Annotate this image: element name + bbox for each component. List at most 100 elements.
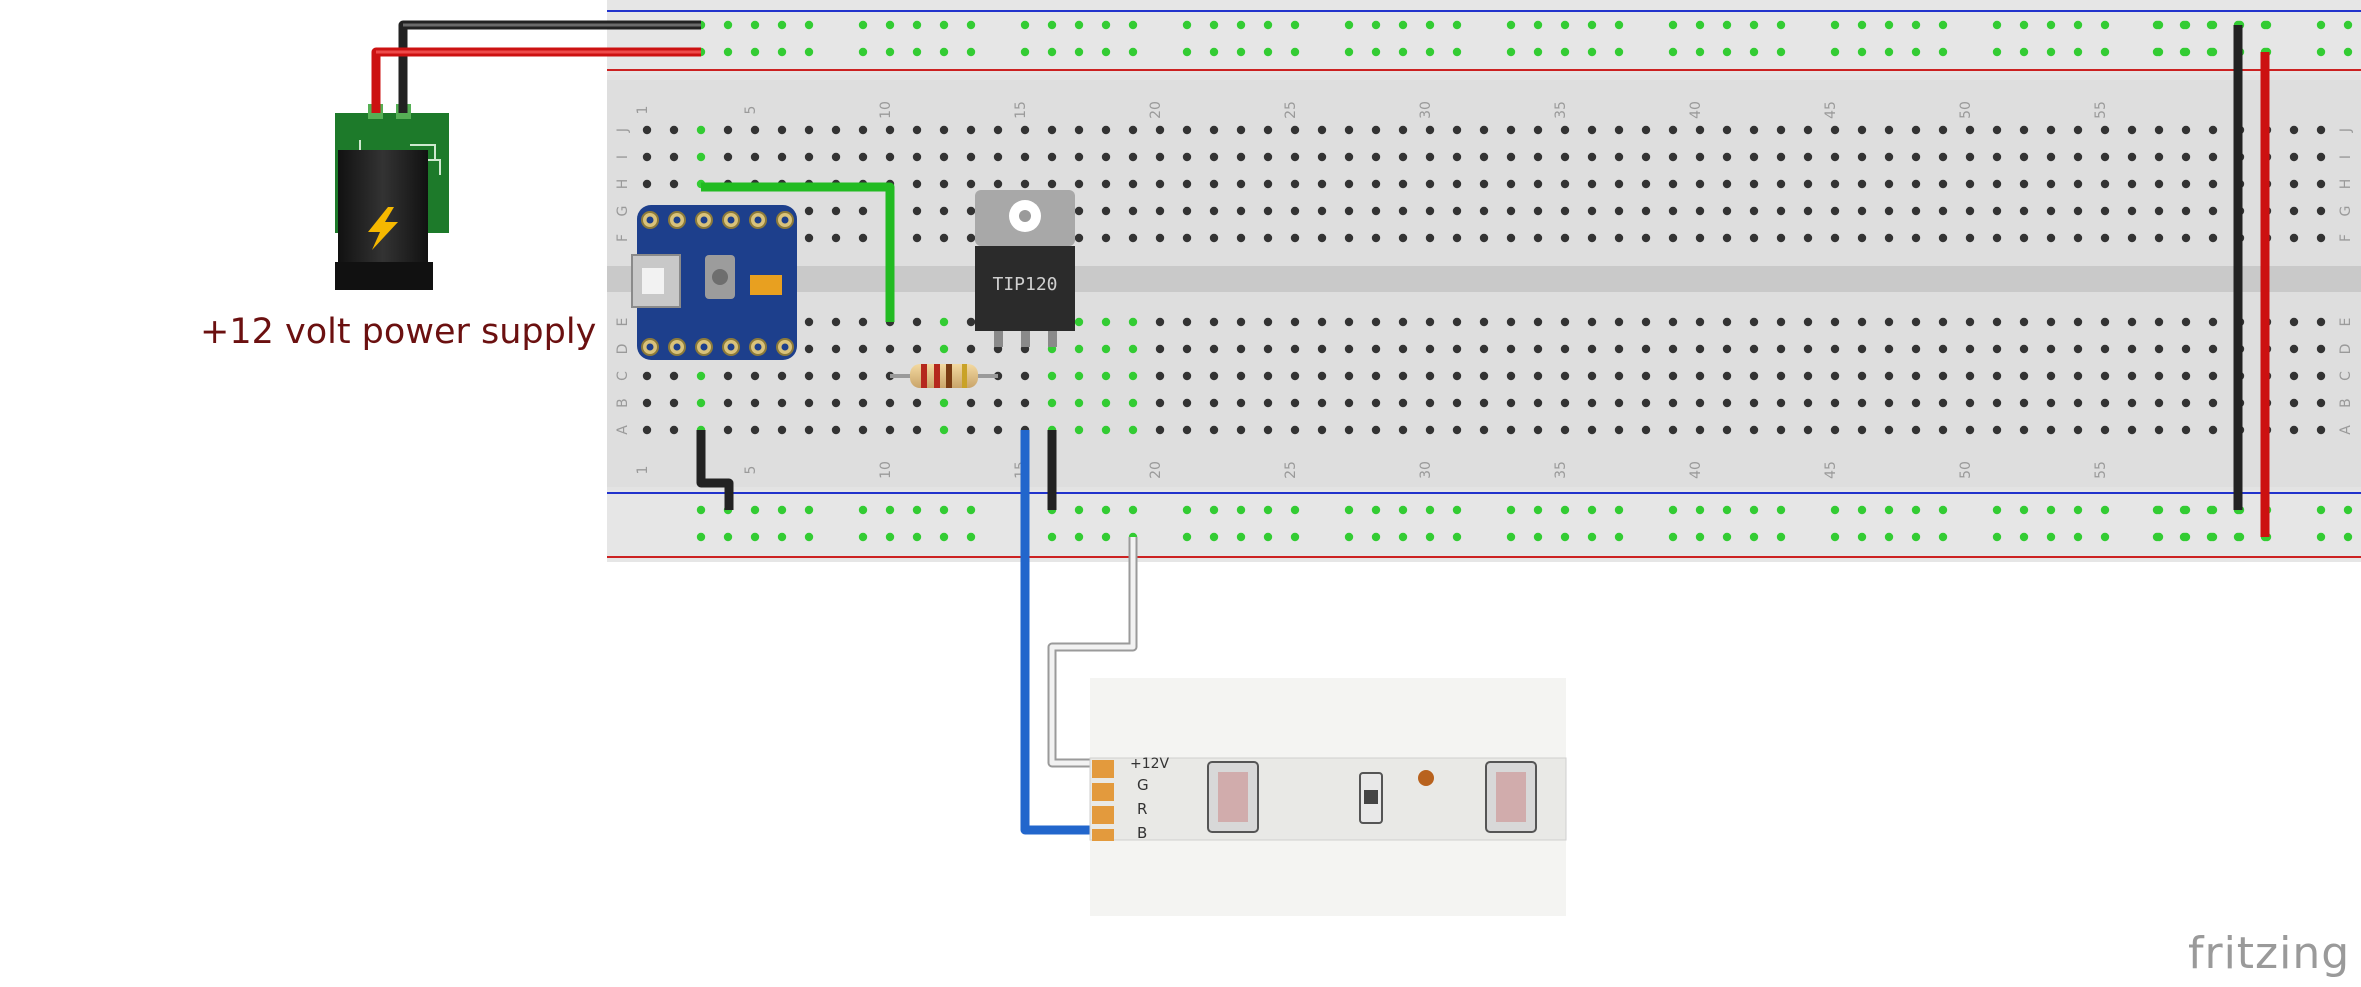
breadboard-hole: [1884, 125, 1894, 135]
breadboard-hole: [1398, 152, 1408, 162]
breadboard-hole: [1884, 152, 1894, 162]
led-strip: +12V G R B: [1089, 678, 1567, 916]
breadboard-hole: [912, 425, 922, 435]
breadboard-hole: [2181, 425, 2191, 435]
breadboard-hole: [2208, 398, 2218, 408]
breadboard-hole: [1290, 425, 1300, 435]
breadboard-hole: [1668, 152, 1678, 162]
breadboard-hole: [1884, 371, 1894, 381]
breadboard-hole: [1074, 179, 1084, 189]
breadboard-hole: [1425, 179, 1435, 189]
breadboard-hole: [1641, 206, 1651, 216]
breadboard-hole: [1668, 344, 1678, 354]
rail-hole: [966, 47, 976, 57]
rail-hole: [1236, 47, 1246, 57]
breadboard-hole: [1263, 317, 1273, 327]
breadboard-hole: [912, 152, 922, 162]
breadboard-hole: [1074, 317, 1084, 327]
rail-hole: [777, 20, 787, 30]
strip-pin-power: +12V: [1130, 756, 1170, 772]
breadboard-hole: [1209, 152, 1219, 162]
rail-hole: [1047, 47, 1057, 57]
breadboard-hole: [1695, 125, 1705, 135]
breadboard-hole: [1965, 344, 1975, 354]
breadboard-hole: [1965, 317, 1975, 327]
rail-hole: [2260, 20, 2270, 30]
breadboard-hole: [1668, 425, 1678, 435]
row-letter-left: D: [615, 344, 631, 355]
breadboard-hole: [1182, 425, 1192, 435]
rail-hole: [804, 47, 814, 57]
breadboard-hole: [966, 152, 976, 162]
breadboard-hole: [1614, 206, 1624, 216]
breadboard-hole: [1182, 233, 1192, 243]
breadboard-hole: [1749, 425, 1759, 435]
rail-hole: [1074, 47, 1084, 57]
breadboard-hole: [2073, 206, 2083, 216]
breadboard-hole: [2046, 344, 2056, 354]
breadboard-hole: [2046, 398, 2056, 408]
header-pin-hole: [727, 343, 735, 351]
breadboard-hole: [966, 206, 976, 216]
row-letter-right: B: [2338, 398, 2354, 408]
breadboard-hole: [1722, 125, 1732, 135]
breadboard-hole: [1209, 125, 1219, 135]
breadboard-hole: [831, 371, 841, 381]
breadboard-hole: [2181, 233, 2191, 243]
breadboard-hole: [1074, 371, 1084, 381]
breadboard-hole: [804, 371, 814, 381]
rail-hole: [2316, 532, 2326, 542]
rail-hole: [1128, 47, 1138, 57]
row-letter-left: I: [615, 155, 631, 159]
breadboard-hole: [2100, 425, 2110, 435]
rail-hole: [858, 20, 868, 30]
strip-solder-point: [1418, 770, 1434, 786]
breadboard-hole: [966, 125, 976, 135]
header-pin-hole: [673, 343, 681, 351]
breadboard-hole: [1992, 371, 2002, 381]
rail-hole: [696, 505, 706, 515]
rail-hole: [966, 532, 976, 542]
resistor: [890, 364, 998, 388]
row-letter-right: I: [2338, 155, 2354, 159]
breadboard-hole: [2100, 206, 2110, 216]
breadboard-hole: [1614, 233, 1624, 243]
breadboard-hole: [1533, 344, 1543, 354]
rail-hole: [1425, 505, 1435, 515]
breadboard-hole: [1965, 425, 1975, 435]
breadboard-hole: [912, 179, 922, 189]
breadboard-hole: [1101, 398, 1111, 408]
rail-hole: [1695, 532, 1705, 542]
breadboard-hole: [1398, 179, 1408, 189]
breadboard-hole: [1236, 233, 1246, 243]
breadboard-hole: [1209, 371, 1219, 381]
breadboard-hole: [696, 152, 706, 162]
rail-hole: [1398, 532, 1408, 542]
breadboard-hole: [1506, 125, 1516, 135]
breadboard-hole: [1884, 233, 1894, 243]
row-letter-left: E: [615, 318, 631, 327]
breadboard-hole: [1425, 317, 1435, 327]
breadboard-hole: [1911, 125, 1921, 135]
breadboard-hole: [1344, 206, 1354, 216]
breadboard-hole: [642, 179, 652, 189]
breadboard-hole: [1155, 233, 1165, 243]
rail-hole: [2019, 47, 2029, 57]
breadboard-hole: [939, 206, 949, 216]
breadboard-hole: [2208, 344, 2218, 354]
breadboard-hole: [1830, 425, 1840, 435]
breadboard-hole: [858, 233, 868, 243]
breadboard-hole: [750, 371, 760, 381]
rail-hole: [1236, 532, 1246, 542]
breadboard-hole: [912, 317, 922, 327]
rail-hole: [1911, 47, 1921, 57]
breadboard-hole: [1641, 152, 1651, 162]
rail-hole: [1344, 505, 1354, 515]
header-pin-hole: [754, 343, 762, 351]
breadboard-hole: [1722, 179, 1732, 189]
breadboard-hole: [885, 398, 895, 408]
header-pin-hole: [646, 343, 654, 351]
column-number-bottom: 55: [2093, 461, 2109, 479]
rail-hole: [1830, 532, 1840, 542]
breadboard-hole: [723, 152, 733, 162]
